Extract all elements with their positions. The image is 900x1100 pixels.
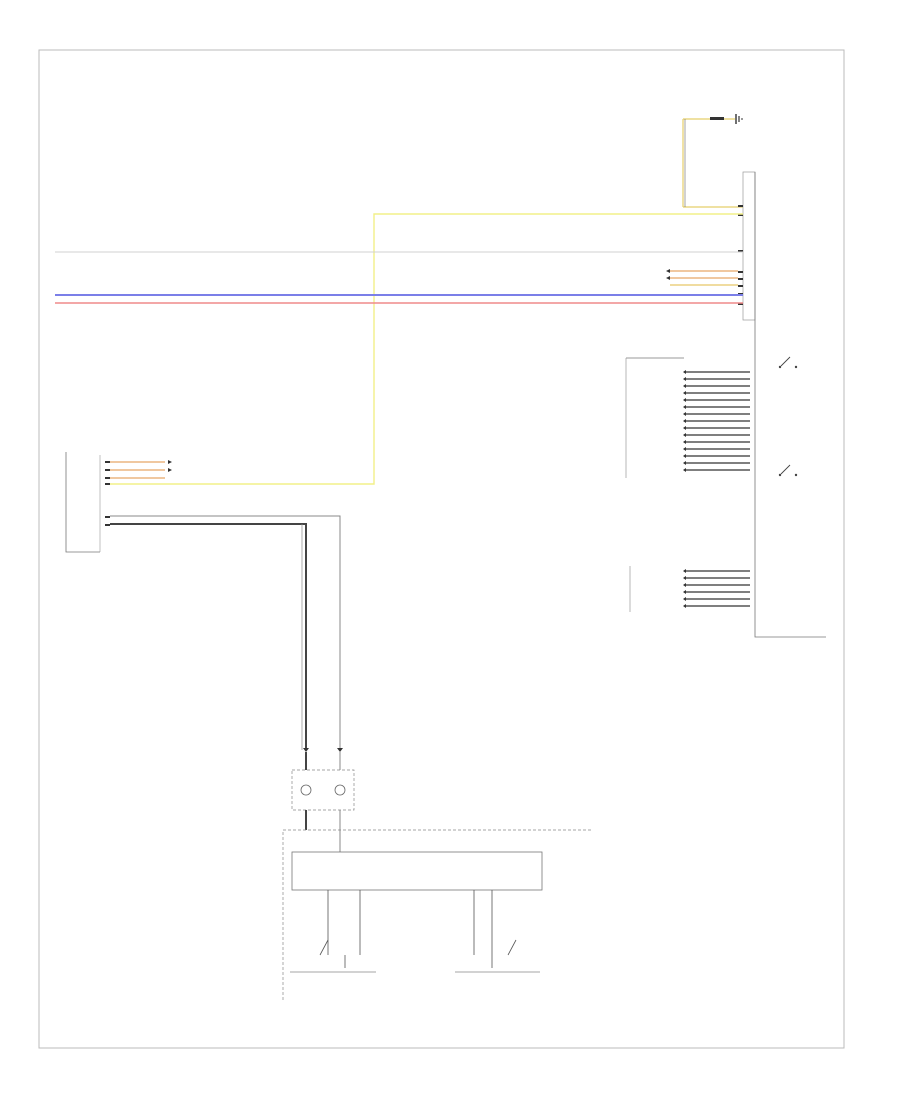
selector-lever-module-body (754, 172, 826, 638)
switch-icon (778, 464, 798, 477)
connector-pins-group-1 (683, 370, 750, 472)
ground-icon (735, 114, 743, 124)
ground-point (682, 114, 743, 208)
switch-icon (319, 890, 361, 968)
wire-dark-1 (110, 523, 307, 750)
connector-pin-labels (738, 205, 743, 305)
selector-lever-connector-group (625, 357, 750, 478)
inline-connector (291, 769, 355, 852)
control-unit-box (291, 851, 543, 891)
connector-pins-group-2 (629, 566, 750, 612)
switch-icon (473, 890, 517, 968)
left-module (65, 452, 172, 553)
wire-dark-2 (110, 515, 341, 750)
connector-icon (303, 748, 343, 770)
wire-yellow-signal (110, 213, 743, 485)
page-frame (38, 49, 845, 1049)
switch-icon (778, 356, 798, 369)
wire-stubs (666, 269, 738, 286)
steering-control-dashed-frame (282, 829, 592, 1000)
selector-lever-module-connector (742, 171, 756, 321)
